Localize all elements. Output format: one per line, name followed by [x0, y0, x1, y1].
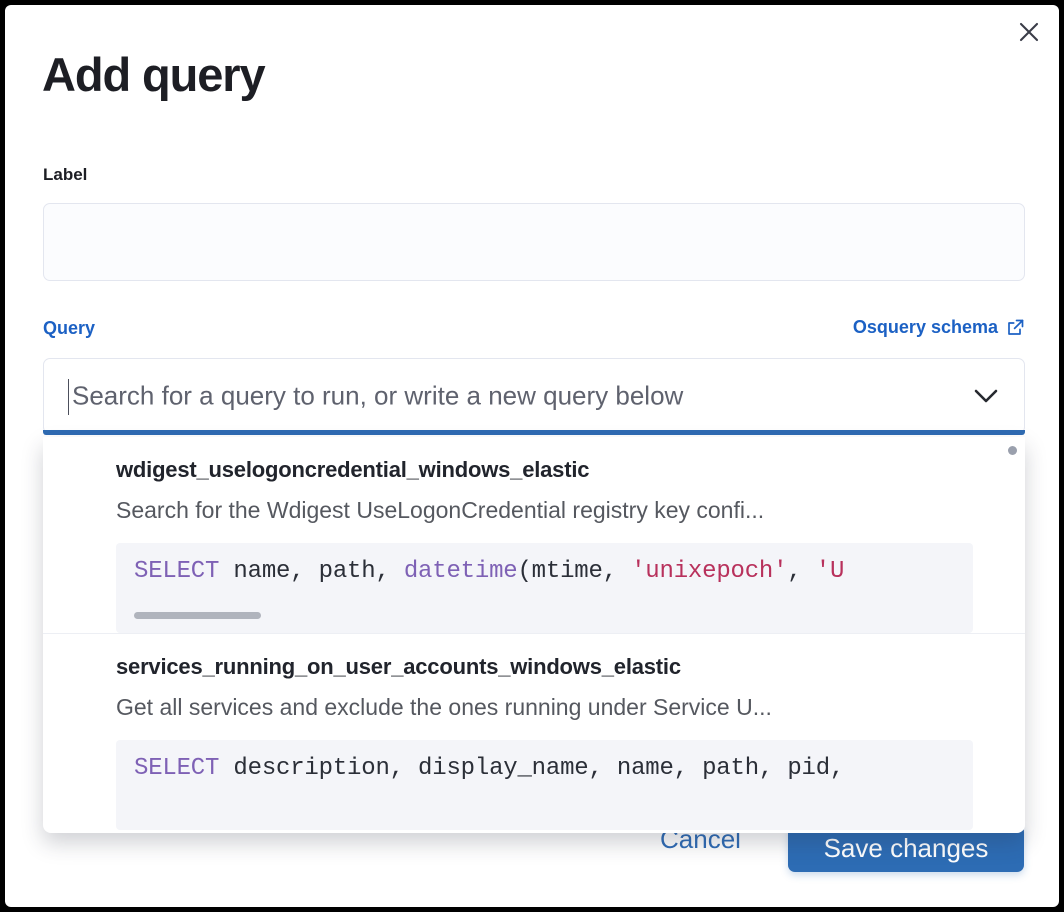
- chevron-down-icon[interactable]: [970, 386, 1002, 406]
- label-input[interactable]: [43, 203, 1025, 281]
- close-button[interactable]: [1012, 15, 1046, 49]
- sql-code: SELECT name, path, datetime(mtime, 'unix…: [134, 558, 845, 585]
- query-suggestions-dropdown: wdigest_uselogoncredential_windows_elast…: [43, 437, 1025, 833]
- sql-code: SELECT description, display_name, name, …: [134, 755, 845, 782]
- query-suggestion-title: wdigest_uselogoncredential_windows_elast…: [116, 457, 590, 482]
- external-link-icon: [1006, 318, 1025, 337]
- label-field-label: Label: [43, 165, 88, 184]
- close-icon: [1018, 21, 1040, 43]
- query-suggestion-title: services_running_on_user_accounts_window…: [116, 654, 681, 679]
- osquery-schema-link[interactable]: Osquery schema: [853, 317, 1025, 338]
- query-search-placeholder: Search for a query to run, or write a ne…: [72, 380, 684, 411]
- text-caret: [68, 379, 69, 415]
- query-suggestion-item[interactable]: services_running_on_user_accounts_window…: [43, 633, 1025, 830]
- page-title: Add query: [42, 48, 266, 101]
- osquery-schema-link-label: Osquery schema: [852, 317, 998, 337]
- code-horizontal-scrollbar[interactable]: [134, 612, 261, 619]
- query-search-combobox[interactable]: Search for a query to run, or write a ne…: [43, 358, 1025, 434]
- combobox-focus-underline: [43, 430, 1025, 435]
- query-suggestion-description: Get all services and exclude the ones ru…: [116, 694, 772, 720]
- scrollbar-thumb[interactable]: [1008, 446, 1017, 455]
- add-query-modal: Add query Label Query Osquery schema Sea…: [5, 5, 1059, 907]
- query-suggestion-description: Search for the Wdigest UseLogonCredentia…: [116, 497, 765, 523]
- query-suggestion-code-block: SELECT name, path, datetime(mtime, 'unix…: [116, 543, 973, 633]
- query-field-label: Query: [43, 318, 96, 338]
- query-suggestion-item[interactable]: wdigest_uselogoncredential_windows_elast…: [43, 437, 1025, 633]
- query-suggestion-list: wdigest_uselogoncredential_windows_elast…: [43, 437, 1025, 830]
- query-suggestion-code-block: SELECT description, display_name, name, …: [116, 740, 973, 830]
